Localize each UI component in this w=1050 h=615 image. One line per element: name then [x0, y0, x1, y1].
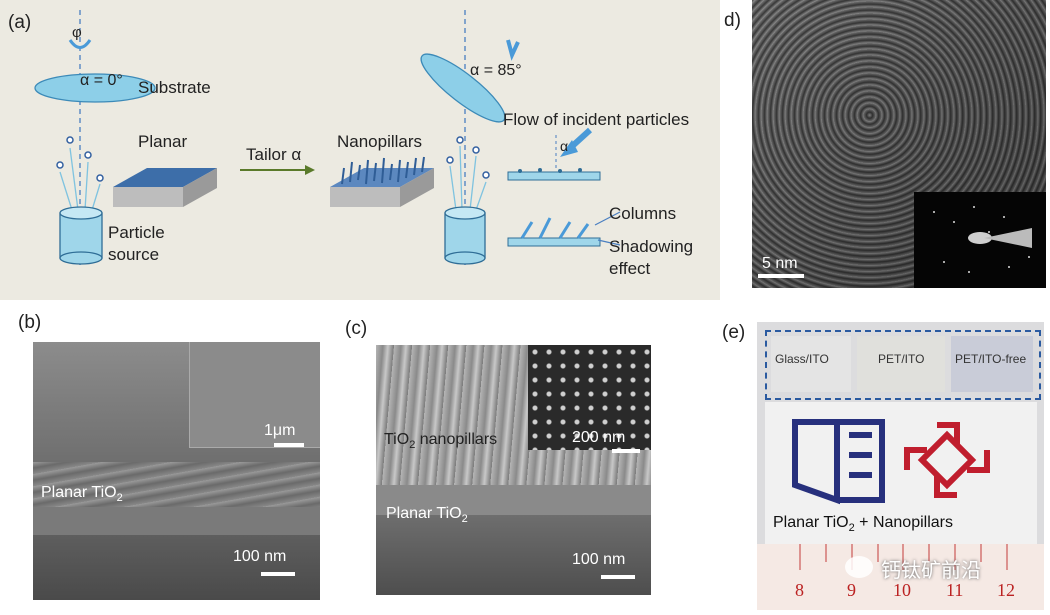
- inset-scale-label: 200 nm: [572, 429, 626, 446]
- sem-image-nanopillars: 200 nm TiO2 nanopillars Planar TiO2 100 …: [376, 345, 651, 595]
- sample-label-1: Glass/ITO: [775, 352, 829, 366]
- panel-d-label: d): [724, 10, 741, 31]
- alpha-small-label: α: [560, 138, 569, 154]
- phi-label: φ: [72, 24, 82, 41]
- sample-label-3: PET/ITO-free: [955, 352, 1027, 366]
- main-scale-bar: [601, 575, 635, 579]
- tem-image: 5 nm: [752, 0, 1046, 288]
- particle-source-cylinder: [59, 206, 103, 265]
- large-substrate: [765, 402, 1037, 544]
- main-scale-bar: [261, 572, 295, 576]
- planar-tio2-label: Planar TiO2: [386, 505, 468, 526]
- ruler-9: 9: [847, 580, 856, 600]
- tem-scale-label: 5 nm: [762, 255, 798, 272]
- watermark-text: 钙钛矿前沿: [881, 560, 981, 582]
- panel-e-label: (e): [722, 322, 746, 343]
- ruler-12: 12: [997, 580, 1015, 600]
- substrate-label: Substrate: [138, 78, 211, 97]
- planar-label: Planar: [138, 132, 188, 151]
- tem-scale-bar: [758, 274, 804, 278]
- main-scale-label: 100 nm: [233, 548, 287, 565]
- nanopillars-tio2-label: TiO2 nanopillars: [384, 431, 498, 452]
- inset-scale-bar: [612, 449, 640, 453]
- main-scale-label: 100 nm: [572, 551, 626, 568]
- sample-glass-ito: [771, 336, 851, 392]
- inset-nanopillar-topview: [528, 345, 651, 450]
- particle-source-label: Particle source: [108, 223, 165, 264]
- panel-a-schematic: (a) φ α = 0° Substrate Planar Tailor α N…: [0, 0, 720, 300]
- planar-film-block: [113, 168, 217, 207]
- ruler-10: 10: [893, 580, 911, 600]
- wechat-icon: [845, 556, 873, 578]
- ruler-11: 11: [946, 580, 964, 600]
- substrate-flat: [34, 73, 156, 103]
- tailor-label: Tailor α: [246, 145, 302, 164]
- sem-image-planar: 1μm Planar TiO2 100 nm: [33, 342, 320, 600]
- deposition-schematic: [34, 10, 621, 265]
- nanopillar-film-block: [330, 156, 434, 207]
- sample-label-2: PET/ITO: [878, 352, 925, 366]
- ruler: 8 9 10 11 12: [757, 544, 1044, 610]
- inset-scale-bar: [274, 443, 304, 447]
- sample-row: [765, 330, 1041, 400]
- inset-scale-label: 1μm: [264, 422, 296, 439]
- flow-label: Flow of incident particles: [503, 110, 690, 129]
- sample-pet-ito-free: [951, 336, 1033, 392]
- planar-tio2-label: Planar TiO2: [41, 484, 123, 505]
- ruler-8: 8: [795, 580, 804, 600]
- substrate-caption: Planar TiO2 + Nanopillars: [773, 514, 953, 535]
- device-photo: Glass/ITO PET/ITO PET/ITO-free Planar Ti…: [757, 322, 1044, 610]
- shadowing-label: Shadowing effect: [609, 237, 694, 278]
- nanopillars-label: Nanopillars: [337, 132, 423, 151]
- panel-c-label: (c): [345, 318, 368, 339]
- alpha-85-label: α = 85°: [470, 62, 522, 79]
- saed-inset: [914, 192, 1046, 288]
- particle-source-cylinder-right: [444, 206, 486, 265]
- inset-topview: [189, 342, 320, 448]
- sample-pet-ito: [857, 336, 945, 392]
- panel-a-label: (a): [8, 12, 32, 33]
- panel-b-label: (b): [18, 312, 42, 333]
- university-logos: [792, 419, 990, 505]
- columns-label: Columns: [609, 204, 677, 223]
- alpha-zero-label: α = 0°: [80, 72, 123, 89]
- substrate-tilted: [420, 53, 506, 123]
